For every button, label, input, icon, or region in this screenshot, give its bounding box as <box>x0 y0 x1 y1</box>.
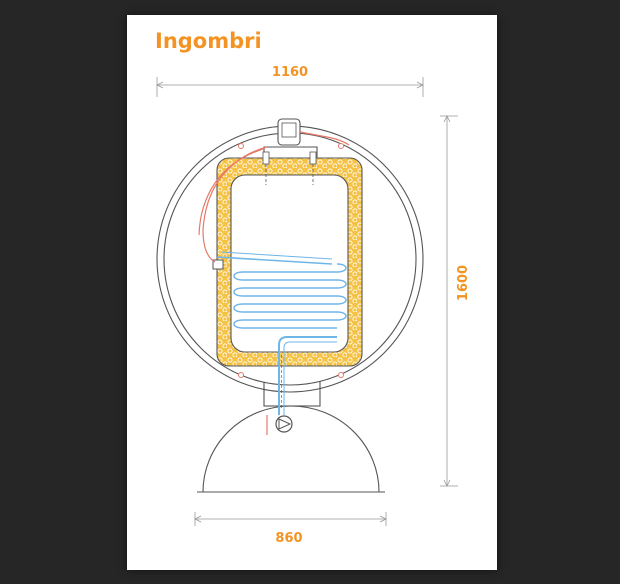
top-width-label: 1160 <box>272 65 308 80</box>
tank <box>230 174 349 353</box>
return-pipe <box>278 336 337 415</box>
boiler-dimension-drawing: 1160 1600 860 <box>156 65 471 546</box>
pump-icon <box>275 415 293 433</box>
hot-pipe <box>198 131 350 263</box>
height-label: 1600 <box>456 265 471 301</box>
sensor-probe <box>212 259 224 270</box>
top-width-dimension: 1160 <box>156 65 424 97</box>
base-width-label: 860 <box>275 531 302 546</box>
diagram-title: Ingombri <box>155 29 262 53</box>
diagram-card: Ingombri 1160 1600 <box>127 15 497 570</box>
heating-coil <box>216 251 347 329</box>
dome-stand <box>202 405 380 493</box>
top-fittings <box>262 151 317 185</box>
base-width-dimension: 860 <box>194 512 387 546</box>
shell-fixing-points <box>238 143 344 378</box>
height-dimension: 1600 <box>440 115 471 487</box>
